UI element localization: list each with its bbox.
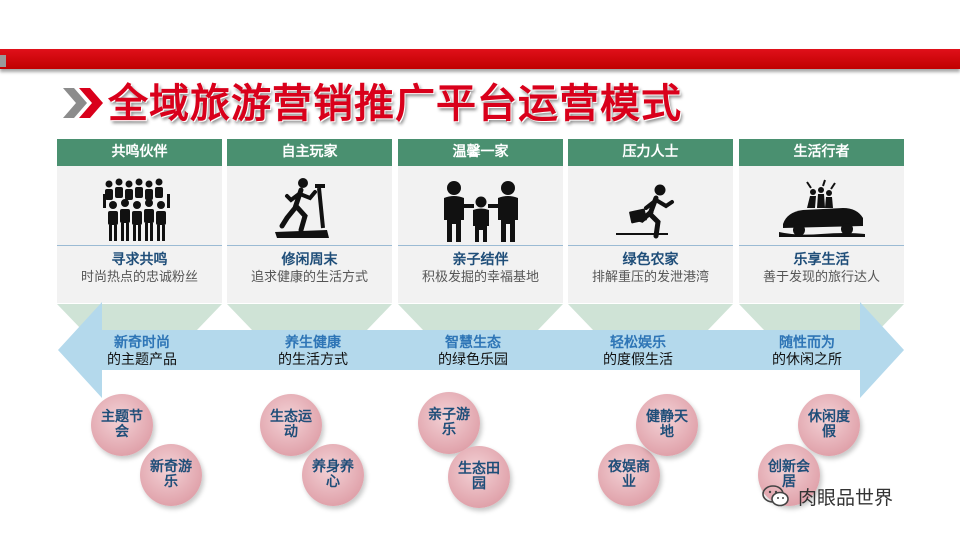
arrow-label-title: 轻松娱乐 <box>610 335 666 351</box>
segment-desc: 善于发现的旅行达人 <box>762 270 880 285</box>
bubble-label: 休闲度假 <box>808 409 850 440</box>
segment-header: 自主玩家 <box>227 139 392 166</box>
segment-title: 绿色农家 <box>622 252 679 268</box>
arrow-label-sub: 的度假生活 <box>603 352 673 368</box>
bubble-label: 创新会居 <box>768 459 810 490</box>
crowd-icon <box>102 178 170 241</box>
segment-desc: 追求健康的生活方式 <box>250 270 368 285</box>
arrow-label-title: 养生健康 <box>285 335 341 351</box>
arrow-label: 轻松娱乐 的度假生活 <box>563 335 713 369</box>
page-title: 全域旅游营销推广平台运营模式 <box>108 81 682 127</box>
theme-bubble: 生态田园 <box>448 446 510 508</box>
theme-bubble: 创新会居 <box>758 444 820 506</box>
theme-bubble: 主题节会 <box>91 394 153 456</box>
bubble-label: 夜娱商业 <box>608 459 650 490</box>
arrow-label-sub: 的生活方式 <box>278 352 348 368</box>
bubble-label: 生态运动 <box>270 409 312 440</box>
card-divider <box>227 245 392 246</box>
arrow-label-title: 智慧生态 <box>445 335 501 351</box>
segment-header: 共鸣伙伴 <box>57 139 222 166</box>
card-divider <box>398 245 563 246</box>
wechat-icon <box>762 485 789 507</box>
watermark-text: 肉眼品世界 <box>798 486 894 509</box>
bubble-label: 养身养心 <box>312 459 354 490</box>
segment-title: 修闲周末 <box>281 252 338 268</box>
travel-car-icon <box>778 179 865 237</box>
segment-desc: 排解重压的发泄港湾 <box>591 270 709 285</box>
theme-bubble: 亲子游乐 <box>418 392 480 454</box>
arrow-label: 新奇时尚 的主题产品 <box>67 335 217 369</box>
bubble-label: 亲子游乐 <box>428 407 470 438</box>
bubble-label: 健静天地 <box>646 409 688 440</box>
arrow-label: 养生健康 的生活方式 <box>238 335 388 369</box>
arrow-label-sub: 的主题产品 <box>107 352 177 368</box>
card-divider <box>739 245 904 246</box>
segment-card: 压力人士 绿色农家 排解重压的发泄港湾 <box>568 139 733 303</box>
theme-bubble: 生态运动 <box>260 394 322 456</box>
segment-desc: 时尚热点的忠诚粉丝 <box>80 270 198 285</box>
segment-header: 压力人士 <box>568 139 733 166</box>
segment-title: 乐享生活 <box>793 252 850 268</box>
theme-bubble: 新奇游乐 <box>140 444 202 506</box>
treadmill-runner-icon <box>274 178 329 238</box>
bubble-label: 新奇游乐 <box>150 459 192 490</box>
theme-bubble: 健静天地 <box>636 394 698 456</box>
arrow-label-sub: 的休闲之所 <box>772 352 842 368</box>
running-businessman-icon <box>615 184 674 239</box>
segment-desc: 积极发掘的幸福基地 <box>421 270 539 285</box>
arrow-label-title: 随性而为 <box>779 335 835 351</box>
segment-card: 自主玩家 修闲周末 追求健康的生活方式 <box>227 139 392 303</box>
bubble-label: 生态田园 <box>458 461 500 492</box>
arrow-label-sub: 的绿色乐园 <box>438 352 508 368</box>
segment-header: 生活行者 <box>739 139 904 166</box>
arrow-label-title: 新奇时尚 <box>114 335 170 351</box>
segment-card: 温馨一家 亲子结伴 积极发掘的幸福基地 <box>398 139 563 303</box>
segment-title: 亲子结伴 <box>452 252 509 268</box>
arrow-label: 智慧生态 的绿色乐园 <box>398 335 548 369</box>
theme-bubble: 夜娱商业 <box>598 444 660 506</box>
double-headed-arrow <box>58 302 904 398</box>
arrow-label: 随性而为 的休闲之所 <box>732 335 882 369</box>
theme-bubble: 养身养心 <box>302 444 364 506</box>
segment-header: 温馨一家 <box>398 139 563 166</box>
double-chevron-icon <box>63 88 103 118</box>
family-icon <box>443 181 518 242</box>
watermark: 肉眼品世界 <box>762 482 893 510</box>
segment-card: 共鸣伙伴 寻求共鸣 时尚热点的忠诚粉丝 <box>57 139 222 303</box>
top-bar-stub <box>0 55 6 67</box>
bubble-label: 主题节会 <box>101 409 143 440</box>
segment-cards: 共鸣伙伴 寻求共鸣 时尚热点的忠诚粉丝 <box>57 139 905 303</box>
segment-title: 寻求共鸣 <box>111 252 168 268</box>
card-divider <box>568 245 733 246</box>
card-divider <box>57 245 222 246</box>
top-red-bar <box>0 49 960 69</box>
theme-bubble: 休闲度假 <box>798 394 860 456</box>
segment-card: 生活行者 乐享生活 善于发现的旅行达人 <box>739 139 904 303</box>
